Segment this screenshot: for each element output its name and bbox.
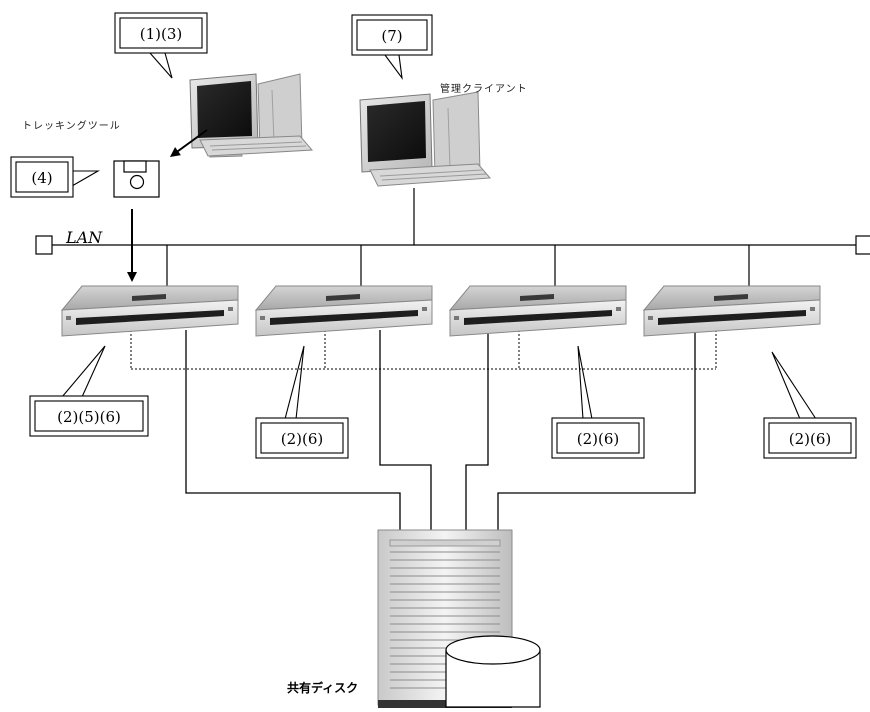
- storage-links: [185, 330, 696, 530]
- desktop-pc-icon: [189, 73, 314, 158]
- callout-label: (2)(6): [789, 430, 832, 448]
- disk-cylinder-icon: [445, 635, 541, 708]
- shared-disk-caption: 共有ディスク: [287, 680, 358, 695]
- arrow-to-floppy: [169, 129, 208, 157]
- floppy-disk-icon: [113, 160, 160, 198]
- lan-terminator-right: [855, 235, 870, 255]
- lan-network: LAN: [35, 188, 870, 286]
- callout-4: (4): [10, 156, 101, 198]
- heartbeat-network: [130, 330, 717, 370]
- callout-2-6-b: (2)(6): [551, 345, 645, 459]
- callout-label: (4): [31, 169, 52, 187]
- rack-server-icon: [254, 285, 433, 337]
- desktop-pc-icon: [359, 91, 492, 187]
- lan-label: LAN: [65, 228, 103, 247]
- callout-label: (2)(6): [281, 430, 324, 448]
- callout-label: (1)(3): [140, 25, 183, 43]
- admin-client-caption: 管理クライアント: [440, 82, 528, 95]
- callout-1-3: (1)(3): [114, 12, 208, 79]
- callout-2-6-a: (2)(6): [255, 345, 349, 459]
- callout-7: (7): [351, 14, 433, 81]
- rack-server-icon: [448, 285, 627, 337]
- admin-client: 管理クライアント: [359, 82, 528, 187]
- rack-server-icon: [60, 285, 239, 337]
- callout-label: (2)(6): [577, 430, 620, 448]
- callout-label: (7): [381, 27, 402, 45]
- callout-label: (2)(5)(6): [57, 408, 121, 426]
- tracking-tool: トレッキングツール: [22, 119, 208, 282]
- callout-2-5-6: (2)(5)(6): [29, 345, 149, 437]
- lan-terminator-left: [35, 235, 53, 255]
- workstation: [189, 73, 314, 158]
- shared-disk: 共有ディスク: [287, 529, 541, 708]
- server-row: [60, 285, 821, 337]
- callout-2-6-c: (2)(6): [763, 351, 857, 459]
- rack-server-icon: [642, 285, 821, 337]
- tracking-tool-caption: トレッキングツール: [22, 119, 121, 132]
